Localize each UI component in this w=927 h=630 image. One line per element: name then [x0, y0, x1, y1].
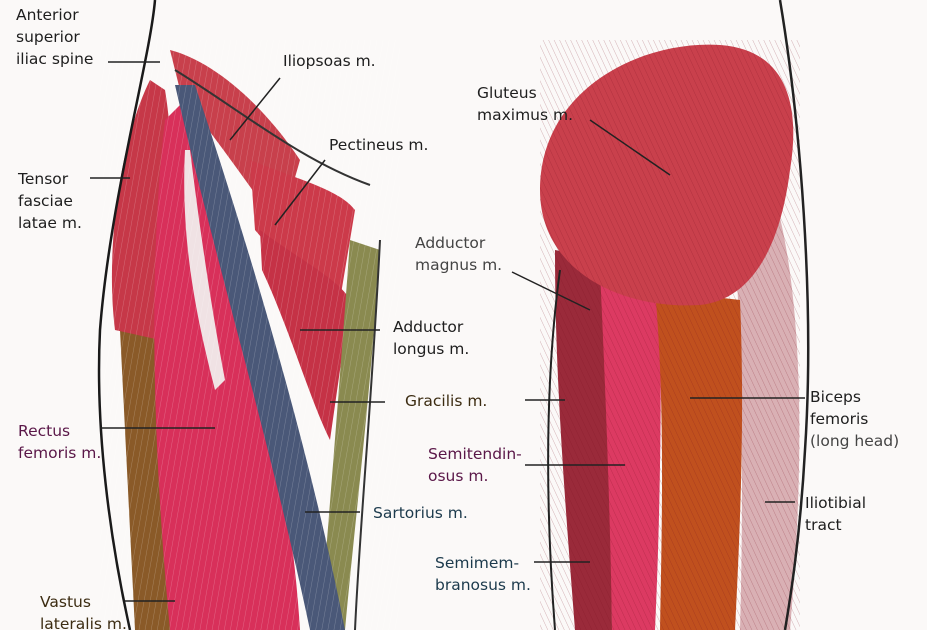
- label-vastus-lateralis: Vastus lateralis m.: [40, 591, 127, 630]
- label-line: branosus m.: [435, 576, 531, 594]
- label-line: Biceps: [810, 388, 861, 406]
- label-line: fasciae: [18, 192, 73, 210]
- label-line: lateralis m.: [40, 615, 127, 630]
- label-line: Gluteus: [477, 84, 537, 102]
- label-gracilis: Gracilis m.: [402, 390, 491, 412]
- label-line: Vastus: [40, 593, 91, 611]
- label-tensor-fasciae-latae: Tensor fasciae latae m.: [18, 168, 82, 234]
- label-sartorius: Sartorius m.: [370, 502, 471, 524]
- label-line: Adductor: [415, 234, 486, 252]
- label-line: femoris: [810, 410, 869, 428]
- label-line: latae m.: [18, 214, 82, 232]
- label-semitendinosus: Semitendin- osus m.: [425, 443, 525, 487]
- label-semimembranosus: Semimem- branosus m.: [432, 552, 534, 596]
- label-iliopsoas: Iliopsoas m.: [280, 50, 379, 72]
- label-line: femoris m.: [18, 444, 102, 462]
- label-line: Semimem-: [435, 554, 520, 572]
- label-gluteus-maximus: Gluteus maximus m.: [477, 82, 573, 126]
- leader-lines: [90, 61, 805, 602]
- label-anterior-superior-iliac-spine: Anterior superior iliac spine: [16, 4, 93, 70]
- label-rectus-femoris: Rectus femoris m.: [18, 420, 101, 464]
- label-line: iliac spine: [16, 50, 94, 68]
- label-line: osus m.: [428, 467, 489, 485]
- label-line: superior: [16, 28, 80, 46]
- label-line: tract: [805, 516, 842, 534]
- label-line: magnus m.: [415, 256, 503, 274]
- label-adductor-longus: Adductor longus m.: [390, 316, 473, 360]
- posterior-thigh: [540, 0, 810, 630]
- label-pectineus: Pectineus m.: [326, 134, 432, 156]
- label-line: Semitendin-: [428, 445, 522, 463]
- label-line: maximus m.: [477, 106, 574, 124]
- label-adductor-magnus: Adductor magnus m.: [415, 232, 502, 276]
- label-iliotibial-tract: Iliotibial tract: [805, 492, 866, 536]
- label-biceps-femoris: Biceps femoris (long head): [810, 386, 899, 452]
- anterior-thigh: [97, 0, 400, 630]
- label-line: Tensor: [18, 170, 69, 188]
- label-line: longus m.: [393, 340, 470, 358]
- label-line: Anterior: [16, 6, 79, 24]
- label-line: Rectus: [18, 422, 71, 440]
- label-line: (long head): [810, 432, 900, 450]
- label-line: Iliotibial: [805, 494, 867, 512]
- label-line: Adductor: [393, 318, 464, 336]
